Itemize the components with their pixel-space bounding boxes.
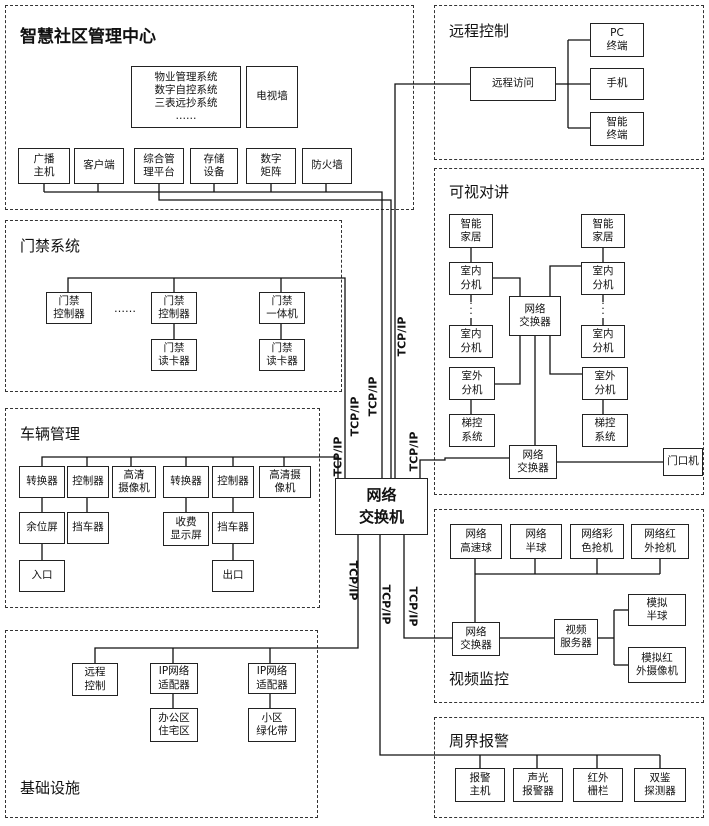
- access-controller-2: 门禁 控制器: [151, 292, 197, 324]
- exit-node: 出口: [212, 560, 254, 592]
- remote-control-node: 远程 控制: [72, 663, 118, 696]
- digital-matrix-node: 数字 矩阵: [246, 148, 296, 184]
- tv-wall-node: 电视墙: [246, 66, 298, 128]
- ip-adapter-1: IP网络 适配器: [150, 663, 198, 694]
- intercom-switch-node: 网络 交换器: [509, 296, 561, 336]
- office-residential-node: 办公区 住宅区: [150, 708, 198, 742]
- intercom-switch2-node: 网络 交换器: [509, 445, 557, 479]
- remote-control-panel: 远程控制: [434, 5, 704, 160]
- access-title: 门禁系统: [20, 237, 81, 255]
- video-server-node: 视频 服务器: [554, 619, 598, 655]
- tcp-label-access: TCP/IP: [366, 376, 380, 417]
- smart-center-title: 智慧社区管理中心: [20, 27, 156, 47]
- color-cam-node: 网络彩 色抢机: [570, 524, 624, 559]
- mgmt-platform-node: 综合管 理平台: [134, 148, 184, 184]
- client-node: 客户端: [74, 148, 124, 184]
- tcp-label-infra: TCP/IP: [346, 560, 360, 601]
- tcp-label-remote: TCP/IP: [395, 316, 409, 357]
- access-panel: 门禁系统: [5, 220, 342, 392]
- tcp-label-vehicle1: TCP/IP: [348, 396, 362, 437]
- fee-display: 收费 显示屏: [163, 512, 209, 546]
- outdoor-unit-right: 室外 分机: [582, 367, 628, 400]
- dual-detector-node: 双鉴 探测器: [634, 768, 686, 802]
- ip-adapter-2: IP网络 适配器: [248, 663, 296, 694]
- storage-node: 存储 设备: [190, 148, 238, 184]
- remote-control-title: 远程控制: [449, 22, 510, 40]
- converter-1: 转换器: [19, 466, 65, 498]
- converter-2: 转换器: [163, 466, 209, 498]
- access-reader-2: 门禁 读卡器: [151, 339, 197, 371]
- tcp-label-intercom: TCP/IP: [407, 431, 421, 472]
- hd-camera-1: 高清 摄像机: [112, 466, 156, 498]
- indoor-unit-left-1: 室内 分机: [449, 262, 493, 295]
- ellipsis-right: ···: [601, 297, 605, 320]
- tcp-label-video: TCP/IP: [406, 586, 420, 627]
- entrance-node: 入口: [19, 560, 65, 592]
- perimeter-panel: 周界报警: [434, 717, 704, 818]
- tcp-label-perimeter: TCP/IP: [379, 584, 393, 625]
- ellipsis-left: ···: [469, 297, 473, 320]
- intercom-panel: 可视对讲: [434, 168, 704, 495]
- smart-home-right-node: 智能 家居: [581, 214, 625, 248]
- door-station-node: 门口机: [663, 448, 703, 476]
- tcp-label-vehicle2: TCP/IP: [331, 436, 345, 477]
- access-allinone: 门禁 一体机: [259, 292, 305, 324]
- network-switch-node: 网络 交换机: [335, 478, 428, 535]
- indoor-unit-left-2: 室内 分机: [449, 325, 493, 358]
- analog-dome-node: 模拟 半球: [628, 594, 686, 626]
- ir-cam-node: 网络红 外抢机: [631, 524, 689, 559]
- pc-terminal-node: PC 终端: [590, 23, 644, 57]
- broadcast-host-node: 广播 主机: [18, 148, 70, 184]
- infrastructure-title: 基础设施: [20, 779, 81, 797]
- video-title: 视频监控: [449, 670, 510, 688]
- smart-home-left-node: 智能 家居: [449, 214, 493, 248]
- access-controller-1: 门禁 控制器: [46, 292, 92, 324]
- green-belt-node: 小区 绿化带: [248, 708, 296, 742]
- ir-fence-node: 红外 栅栏: [573, 768, 623, 802]
- spaces-display: 余位屏: [19, 512, 65, 544]
- phone-node: 手机: [590, 68, 644, 100]
- firewall-node: 防火墙: [302, 148, 352, 184]
- hd-camera-2: 高清摄 像机: [259, 466, 311, 498]
- barrier-1: 挡车器: [67, 512, 109, 544]
- speed-dome-node: 网络 高速球: [450, 524, 502, 559]
- vehicle-panel: 车辆管理: [5, 408, 320, 608]
- perimeter-title: 周界报警: [449, 732, 510, 750]
- elevator-left-node: 梯控 系统: [449, 414, 495, 447]
- elevator-right-node: 梯控 系统: [582, 414, 628, 447]
- indoor-unit-right-2: 室内 分机: [581, 325, 625, 358]
- video-panel: 视频监控: [434, 509, 704, 703]
- systems-box: 物业管理系统 数字自控系统 三表远抄系统 ……: [131, 66, 241, 128]
- outdoor-unit-left: 室外 分机: [449, 367, 495, 400]
- analog-ir-node: 模拟红 外摄像机: [628, 647, 686, 683]
- remote-access-node: 远程访问: [470, 67, 556, 101]
- half-dome-node: 网络 半球: [510, 524, 562, 559]
- controller-1: 控制器: [67, 466, 109, 498]
- controller-2: 控制器: [212, 466, 254, 498]
- barrier-2: 挡车器: [212, 512, 254, 544]
- access-ellipsis: ……: [114, 302, 136, 315]
- infrastructure-panel: 基础设施: [5, 630, 318, 818]
- alarm-host-node: 报警 主机: [455, 768, 505, 802]
- indoor-unit-right-1: 室内 分机: [581, 262, 625, 295]
- intercom-title: 可视对讲: [449, 183, 510, 201]
- sound-light-alarm-node: 声光 报警器: [513, 768, 563, 802]
- vehicle-title: 车辆管理: [20, 425, 81, 443]
- access-reader-3: 门禁 读卡器: [259, 339, 305, 371]
- smart-terminal-node: 智能 终端: [590, 112, 644, 146]
- smart-center-panel: 智慧社区管理中心: [5, 5, 414, 210]
- video-switch-node: 网络 交换器: [452, 622, 500, 656]
